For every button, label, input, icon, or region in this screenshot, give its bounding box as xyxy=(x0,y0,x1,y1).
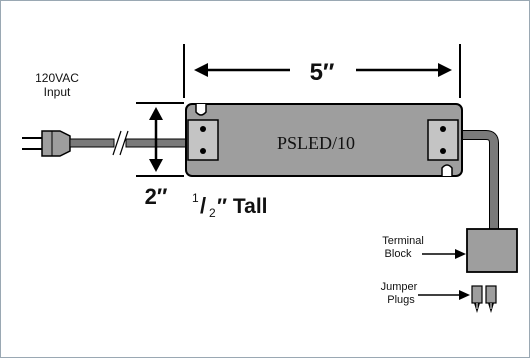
terminal-label-line2: Block xyxy=(385,248,412,260)
output-cord xyxy=(460,130,499,230)
tall-suffix: ″ Tall xyxy=(217,195,268,218)
jumper-label-line1: Jumper xyxy=(381,281,418,293)
height-label: 2″ xyxy=(145,184,168,209)
width-label: 5″ xyxy=(310,59,335,86)
input-label-line1: 120VAC xyxy=(35,71,79,85)
input-label-line2: Input xyxy=(44,85,71,99)
input-cord xyxy=(69,130,189,156)
terminal-block xyxy=(466,228,518,273)
tall-denominator: 2 xyxy=(209,206,216,220)
terminal-label-line1: Terminal xyxy=(382,235,424,247)
jumper-plugs xyxy=(471,285,497,313)
tall-numerator: 1 xyxy=(192,191,199,205)
jumper-label-line2: Plugs xyxy=(387,294,415,306)
model-label: PSLED/10 xyxy=(277,133,355,153)
width-dimension xyxy=(183,44,461,98)
tall-label: 1 / 2 ″ Tall xyxy=(192,191,268,220)
power-supply-body xyxy=(185,103,463,177)
tall-slash: / xyxy=(200,193,206,218)
height-dimension xyxy=(136,102,184,177)
ac-plug-icon xyxy=(22,130,71,157)
